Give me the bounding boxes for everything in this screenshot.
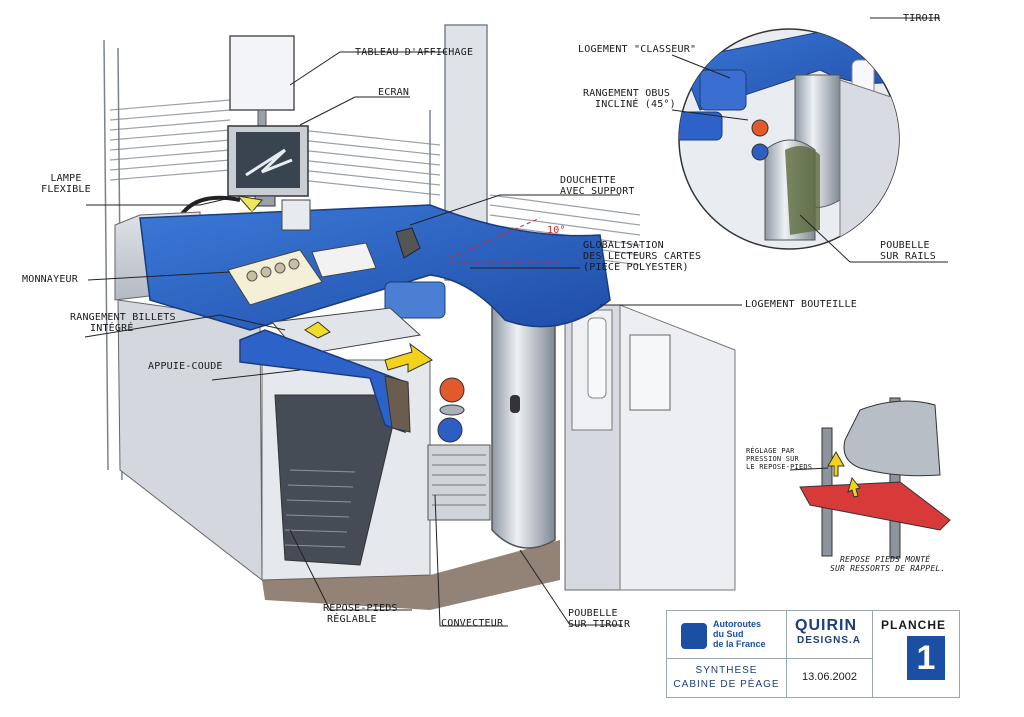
client-name: Autoroutes du Sud de la France [713,619,766,649]
subject-line: CABINE DE PÉAGE [673,679,780,690]
label-coin-dispenser: MONNAYEUR [22,274,78,285]
client-line: de la France [713,639,766,649]
label-line: PRESSION SUR [746,455,799,463]
label-line: POUBELLE [880,240,930,251]
label-screen: ECRAN [378,87,410,98]
planche-label: PLANCHE [881,618,947,632]
label-line: RÉGLABLE [327,614,377,625]
label-line: INTÉGRÉ [90,323,134,334]
screen-monitor [227,125,309,207]
label-adjustment: RÉGLAGE PAR PRESSION SUR LE REPOSE-PIEDS [746,447,812,471]
label-flexible-lamp: LAMPE FLEXIBLE [36,173,96,195]
asf-logo-icon [681,623,707,649]
label-banknote-storage: RANGEMENT BILLETS INTÉGRÉ [70,312,176,334]
label-card-readers: GLOBALISATION DES LECTEURS CARTES (PIECE… [583,240,701,273]
label-line: POUBELLE [568,608,618,619]
label-line: SUR RAILS [880,251,936,262]
display-board [229,35,295,129]
footrest-detail [799,397,951,559]
label-line: AVEC SUPPORT [560,186,635,197]
label-convector: CONVECTEUR [441,618,504,629]
label-line: REPOSE PIEDS MONTÉ [840,555,931,564]
label-line: SUR RESSORTS DE RAPPEL. [830,564,946,573]
label-handset-scanner: DOUCHETTE AVEC SUPPORT [560,175,635,197]
label-drawer: TIROIR [903,13,941,24]
date-value: 13.06.2002 [801,671,858,683]
client-line: Autoroutes [713,619,761,629]
label-elbow-rest: APPUIE-COUDE [148,361,223,372]
label-line: LAMPE [50,173,82,184]
label-bottle-slot: LOGEMENT BOUTEILLE [745,299,857,310]
designer-subtitle: DESIGNS.A [797,635,862,646]
label-leader-lines [84,17,948,627]
title-block: Autoroutes du Sud de la France QUIRIN DE… [666,610,960,698]
label-line: GLOBALISATION [583,240,664,251]
label-line: FLEXIBLE [41,184,91,195]
label-line: REPOSE-PIEDS [323,603,398,614]
detail-circle-drawer [678,28,900,250]
blue-worktop [139,199,611,434]
label-line: SUR TIROIR [568,619,631,630]
planche-number: 1 [907,636,945,680]
label-footrest-springs: REPOSE PIEDS MONTÉ SUR RESSORTS DE RAPPE… [830,555,945,573]
label-angle: 10° [547,225,566,236]
label-line: DOUCHETTE [560,175,616,186]
subject-line: SYNTHESE [695,665,758,676]
label-line: INCLINÉ (45°) [595,99,676,110]
label-bin-on-rails: POUBELLE SUR RAILS [880,240,936,262]
label-adjustable-footrest: REPOSE-PIEDS RÉGLABLE [323,603,398,625]
label-display-board: TABLEAU D'AFFICHAGE [355,47,474,58]
date-cell: 13.06.2002 [787,659,873,697]
subject-cell: SYNTHESE CABINE DE PÉAGE [667,659,787,697]
label-line: RÉGLAGE PAR [746,447,795,455]
label-line: LE REPOSE-PIEDS [746,463,813,471]
planche-cell: PLANCHE 1 [873,611,959,697]
label-shell-storage: RANGEMENT OBUS INCLINÉ (45°) [583,88,676,110]
designer-name: QUIRIN [795,617,857,634]
label-bin-on-drawer: POUBELLE SUR TIROIR [568,608,630,630]
label-binder-slot: LOGEMENT "CLASSEUR" [578,44,697,55]
label-line: RANGEMENT OBUS [583,88,671,99]
client-cell: Autoroutes du Sud de la France [667,611,787,659]
designer-cell: QUIRIN DESIGNS.A [787,611,873,659]
label-line: (PIECE POLYESTER) [583,262,689,273]
client-line: du Sud [713,629,744,639]
label-line: RANGEMENT BILLETS [70,312,176,323]
label-line: DES LECTEURS CARTES [583,251,702,262]
